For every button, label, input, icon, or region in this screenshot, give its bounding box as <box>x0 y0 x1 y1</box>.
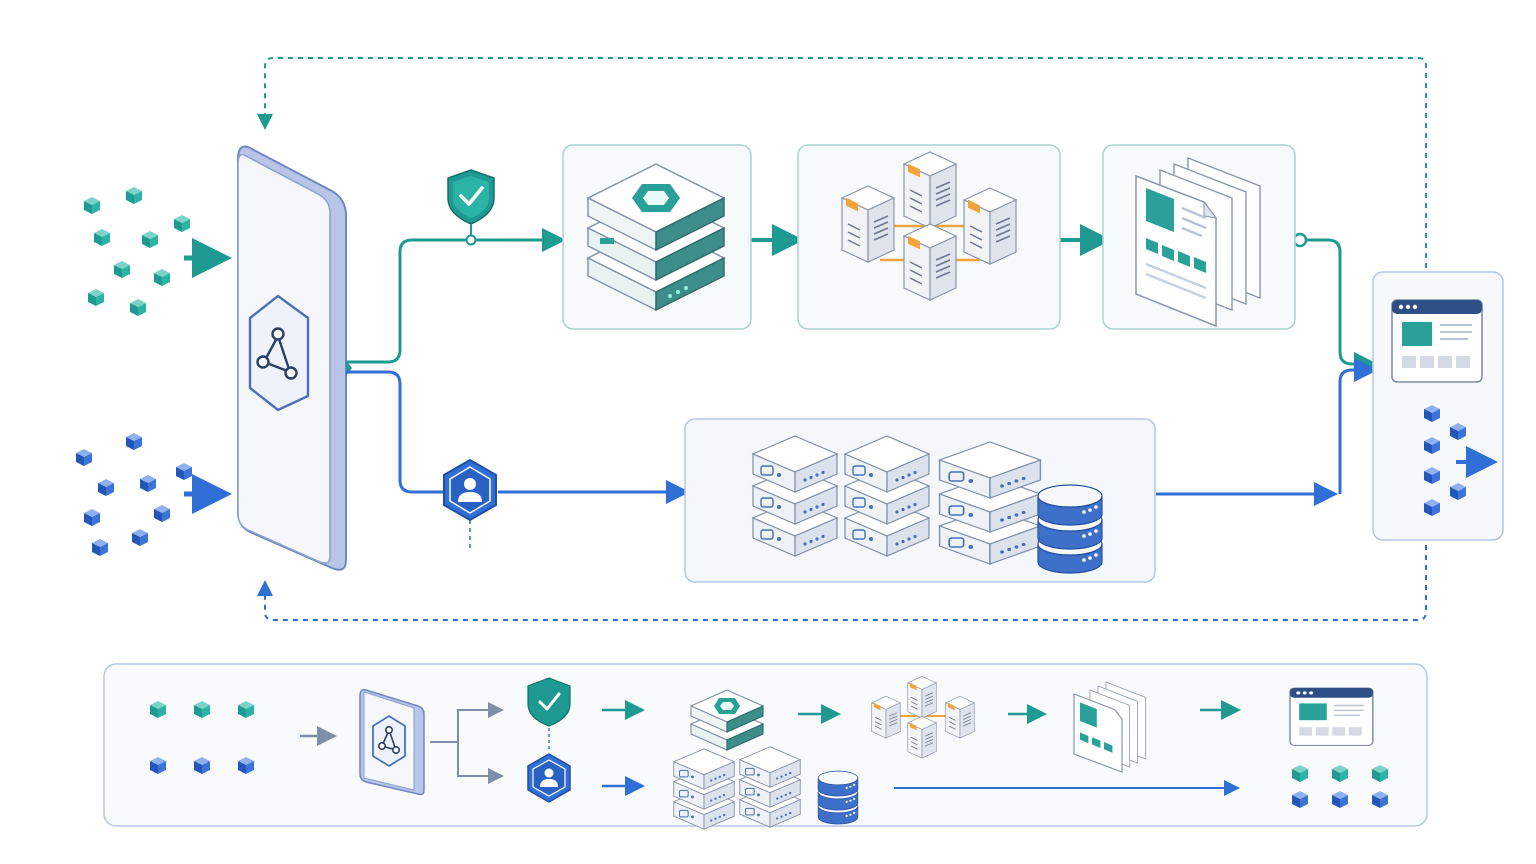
incoming-packets-teal <box>38 187 232 316</box>
mini-shield-check-icon <box>527 677 571 727</box>
mini-outgoing-packets <box>1268 765 1408 808</box>
mini-user-hexagon-icon <box>527 753 571 803</box>
cache-panel <box>562 144 752 330</box>
cube-icon <box>92 539 108 556</box>
browser-window-icon <box>1391 299 1483 383</box>
incoming-packets-blue <box>38 433 232 556</box>
cube-icon <box>76 449 92 466</box>
database-icon <box>1037 484 1103 574</box>
server-tower-icon <box>903 223 957 301</box>
user-hexagon-icon <box>443 458 497 522</box>
bottom-path-connectors <box>346 358 1378 552</box>
cube-icon <box>126 433 142 450</box>
octagon-server-stack-icon <box>586 163 726 312</box>
outgoing-packets <box>1394 405 1498 516</box>
server-tower-icon <box>841 185 895 263</box>
network-graph-icon <box>248 294 310 412</box>
cube-icon <box>154 269 170 286</box>
gateway-device <box>237 145 352 571</box>
cube-icon <box>84 509 100 526</box>
client-panel <box>1372 271 1504 541</box>
cube-icon <box>174 215 190 232</box>
mini-browser-window-icon <box>1289 687 1374 747</box>
documents-panel <box>1102 144 1296 330</box>
mini-document-stack-icon <box>1073 681 1146 773</box>
cube-icon <box>126 187 142 204</box>
mini-gateway-device <box>359 688 425 796</box>
cube-icon <box>140 475 156 492</box>
cube-icon <box>114 261 130 278</box>
cube-icon <box>142 231 158 248</box>
storage-panel <box>684 418 1156 583</box>
server-rack-icon <box>938 441 1042 565</box>
cube-icon <box>84 197 100 214</box>
mini-server-cluster-icon <box>871 675 975 759</box>
server-cluster-icon <box>841 151 1017 301</box>
feedback-loop <box>257 57 1427 621</box>
mini-incoming-packets <box>120 701 280 774</box>
shield-check-icon <box>447 169 495 236</box>
cluster-panel <box>797 144 1061 330</box>
cube-icon <box>132 529 148 546</box>
mini-octagon-server-stack-icon <box>689 689 765 751</box>
cube-icon <box>154 505 170 522</box>
summary-strip <box>103 663 1428 830</box>
cube-icon <box>88 289 104 306</box>
server-tower-icon <box>903 151 957 229</box>
cube-icon <box>130 299 146 316</box>
server-tower-icon <box>963 187 1017 265</box>
cube-icon <box>176 463 192 480</box>
mini-database-icon <box>817 770 859 825</box>
document-stack-icon <box>1135 157 1261 328</box>
mini-branch-arrows <box>430 702 504 784</box>
